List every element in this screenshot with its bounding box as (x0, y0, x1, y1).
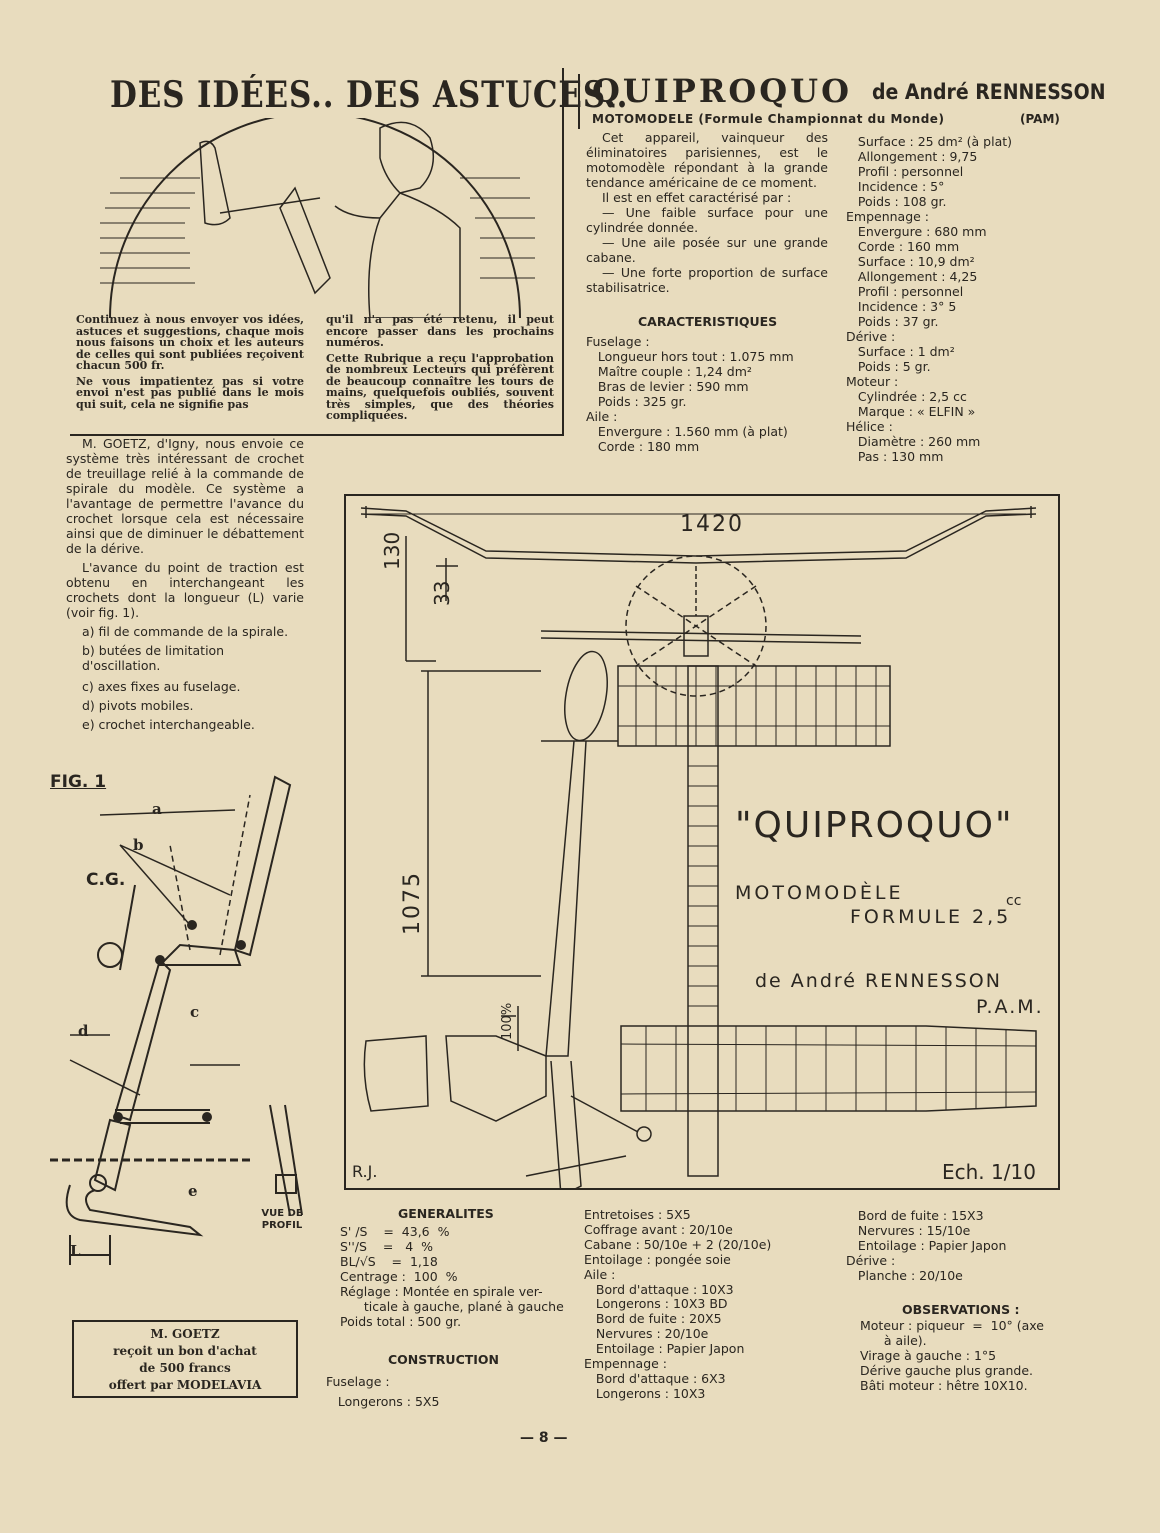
plan-dim-span: 1420 (680, 512, 744, 537)
fig-legend: a) fil de commande de la spirale. b) but… (66, 624, 306, 736)
quiproquo-author: de André RENNESSON (872, 80, 1106, 104)
plan-by-2: P.A.M. (976, 996, 1044, 1018)
intro-p1: Continuez à nous envoyer vos idées, astu… (76, 313, 304, 372)
plan-name: "QUIPROQUO" (735, 805, 1014, 846)
fig1-letter-e: e (188, 1182, 198, 1200)
fig1-label-cg: C.G. (86, 870, 126, 890)
legend-d: d) pivots mobiles. (82, 698, 194, 713)
quiproquo-title: QUIPROQUO (592, 72, 852, 110)
fig1-letter-b: b (133, 836, 144, 854)
plan-dim-130: 130 (380, 531, 404, 570)
q-intro-3: — Une faible surface pour une cylindrée … (586, 205, 828, 235)
plan-frame (344, 494, 1060, 1190)
intro-p4: Cette Rubrique a reçu l'approbation de n… (326, 351, 554, 422)
ideas-title: DES IDÉES.. DES ASTUCES.. (110, 74, 629, 116)
plan-by-1: de André RENNESSON (755, 970, 1002, 992)
award-line-2: reçoit un bon d'achat (113, 1344, 257, 1358)
plan-cc: cc (1006, 893, 1022, 909)
plan-drawing (360, 506, 1037, 1188)
award-box: M. GOETZ reçoit un bon d'achat de 500 fr… (72, 1320, 298, 1398)
gen-title: GENERALITES (398, 1206, 494, 1221)
award-line-3: de 500 francs (139, 1361, 231, 1375)
plan-pct: 100% (500, 1002, 515, 1040)
gen-specs: S' /S = 43,6 % S''/S = 4 % BL/√S = 1,18 … (340, 1224, 564, 1329)
intro-col-1: Continuez à nous envoyer vos idées, astu… (76, 314, 304, 410)
q-intro-2: Il est en effet caractérisé par : (602, 190, 792, 205)
left-header-box (70, 68, 564, 436)
carac-col-1: Fuselage : Longueur hors tout : 1.075 mm… (586, 334, 794, 454)
q-intro-4: — Une aile posée sur une grande cabane. (586, 235, 828, 265)
intro-p3: qu'il n'a pas été retenu, il peut encore… (326, 313, 554, 349)
award-line-1: M. GOETZ (150, 1327, 220, 1341)
fig1-letter-l: L (70, 1242, 81, 1260)
legend-b: b) butées de limitation d'oscillation. (82, 643, 225, 673)
goetz-body: M. GOETZ, d'Igny, nous envoie ce système… (66, 436, 304, 624)
fig1-letter-a: a (152, 800, 162, 818)
quiproquo-subtitle: MOTOMODELE (Formule Championnat du Monde… (592, 112, 945, 126)
page-number: — 8 — (520, 1430, 568, 1446)
legend-a: a) fil de commande de la spirale. (82, 624, 289, 639)
ideas-illustration (100, 118, 535, 318)
legend-c: c) axes fixes au fuselage. (82, 679, 241, 694)
plan-dim-33: 33 (430, 580, 454, 606)
construction-col-2: Entretoises : 5X5 Coffrage avant : 20/10… (584, 1207, 772, 1401)
plan-dim-1075: 1075 (400, 871, 425, 935)
fig1-label: FIG. 1 (50, 772, 107, 792)
fig1-drawing (50, 775, 303, 1265)
plan-scale: Ech. 1/10 (942, 1160, 1036, 1184)
obs-specs: Moteur : piqueur = 10° (axe à aile). Vir… (860, 1318, 1044, 1393)
construction-col-3: Bord de fuite : 15X3 Nervures : 15/10e E… (846, 1208, 1007, 1283)
quiproquo-club: (PAM) (1020, 112, 1060, 126)
cons-specs: Fuselage : Longerons : 5X5 (326, 1374, 440, 1409)
carac-col-2: Surface : 25 dm² (à plat) Allongement : … (846, 134, 1013, 464)
fig1-letter-c: c (190, 1003, 200, 1021)
intro-p2: Ne vous impatientez pas si votre envoi n… (76, 374, 304, 411)
cons-title: CONSTRUCTION (388, 1352, 500, 1367)
column-divider (578, 74, 580, 129)
obs-title: OBSERVATIONS : (902, 1302, 1020, 1317)
quiproquo-intro: Cet appareil, vainqueur des éliminatoire… (586, 130, 828, 295)
carac-title: CARACTERISTIQUES (638, 314, 778, 329)
intro-col-2: qu'il n'a pas été retenu, il peut encore… (326, 314, 554, 422)
q-intro-5: — Une forte proportion de surface stabil… (586, 265, 828, 295)
plan-type-2: FORMULE 2,5 (850, 906, 1012, 928)
side-view-label: VUE DE PROFIL (261, 1208, 303, 1231)
legend-e: e) crochet interchangeable. (82, 717, 255, 732)
award-line-4: offert par MODELAVIA (108, 1378, 262, 1392)
plan-signature: R.J. (352, 1162, 378, 1181)
goetz-p2: L'avance du point de traction est obtenu… (66, 560, 304, 620)
fig1-letter-d: d (78, 1022, 89, 1040)
goetz-p1: M. GOETZ, d'Igny, nous envoie ce système… (66, 436, 304, 556)
plan-type-1: MOTOMODÈLE (735, 882, 904, 904)
q-intro-1: Cet appareil, vainqueur des éliminatoire… (586, 130, 828, 190)
